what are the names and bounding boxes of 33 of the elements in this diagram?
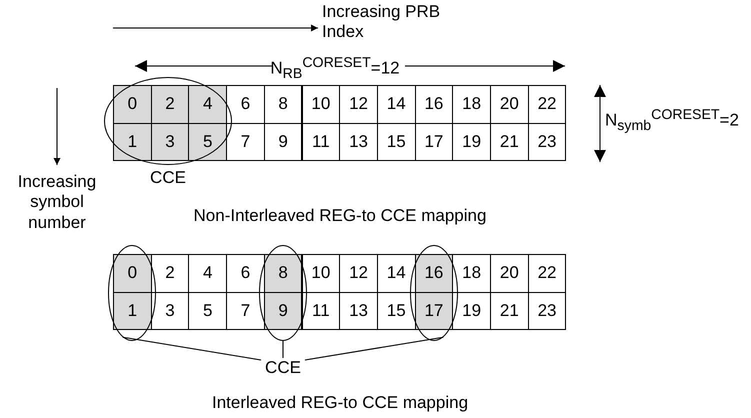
table-cell: 10 — [302, 254, 340, 292]
table-cell: 3 — [150, 122, 190, 161]
table-cell: 23 — [528, 122, 566, 161]
table-cell: 10 — [302, 85, 340, 124]
table-cell: 22 — [528, 254, 566, 292]
caption-text: Interleaved REG-to CCE mapping — [210, 393, 470, 414]
group-label: CCE — [149, 168, 187, 188]
table-cell: 5 — [188, 122, 228, 161]
table-cell: 0 — [113, 254, 152, 292]
caption-text: Non-Interleaved REG-to CCE mapping — [192, 206, 488, 226]
table-cell: 11 — [302, 122, 340, 161]
table-cell: 1 — [113, 122, 152, 161]
table-cell: 2 — [150, 85, 190, 124]
table-cell: 11 — [302, 292, 340, 330]
table-cell: 17 — [414, 292, 454, 330]
leader-line — [122, 336, 262, 360]
table-cell: 8 — [264, 254, 302, 292]
table-cell: 1 — [113, 292, 152, 330]
leader-line — [304, 336, 444, 360]
axis-label: Increasing symbol number — [16, 172, 98, 234]
table-cell: 8 — [264, 85, 302, 124]
table-cell: 0 — [113, 85, 152, 124]
dimension-label: N$_{symb}$$^{CORESET}$=2 — [605, 107, 740, 136]
group-label: CCE — [264, 358, 302, 378]
table-cell: 23 — [528, 292, 566, 330]
dimension-label: N$_{RB}$$^{CORESET}$=12 — [270, 55, 400, 84]
table-cell: 4 — [188, 85, 228, 124]
table-cell: 9 — [264, 122, 302, 161]
table-cell: 9 — [264, 292, 302, 330]
table-cell: 22 — [528, 85, 566, 124]
axis-label: Increasing PRB Index — [322, 2, 442, 43]
leader-line — [282, 340, 284, 358]
table-cell: 16 — [414, 254, 454, 292]
